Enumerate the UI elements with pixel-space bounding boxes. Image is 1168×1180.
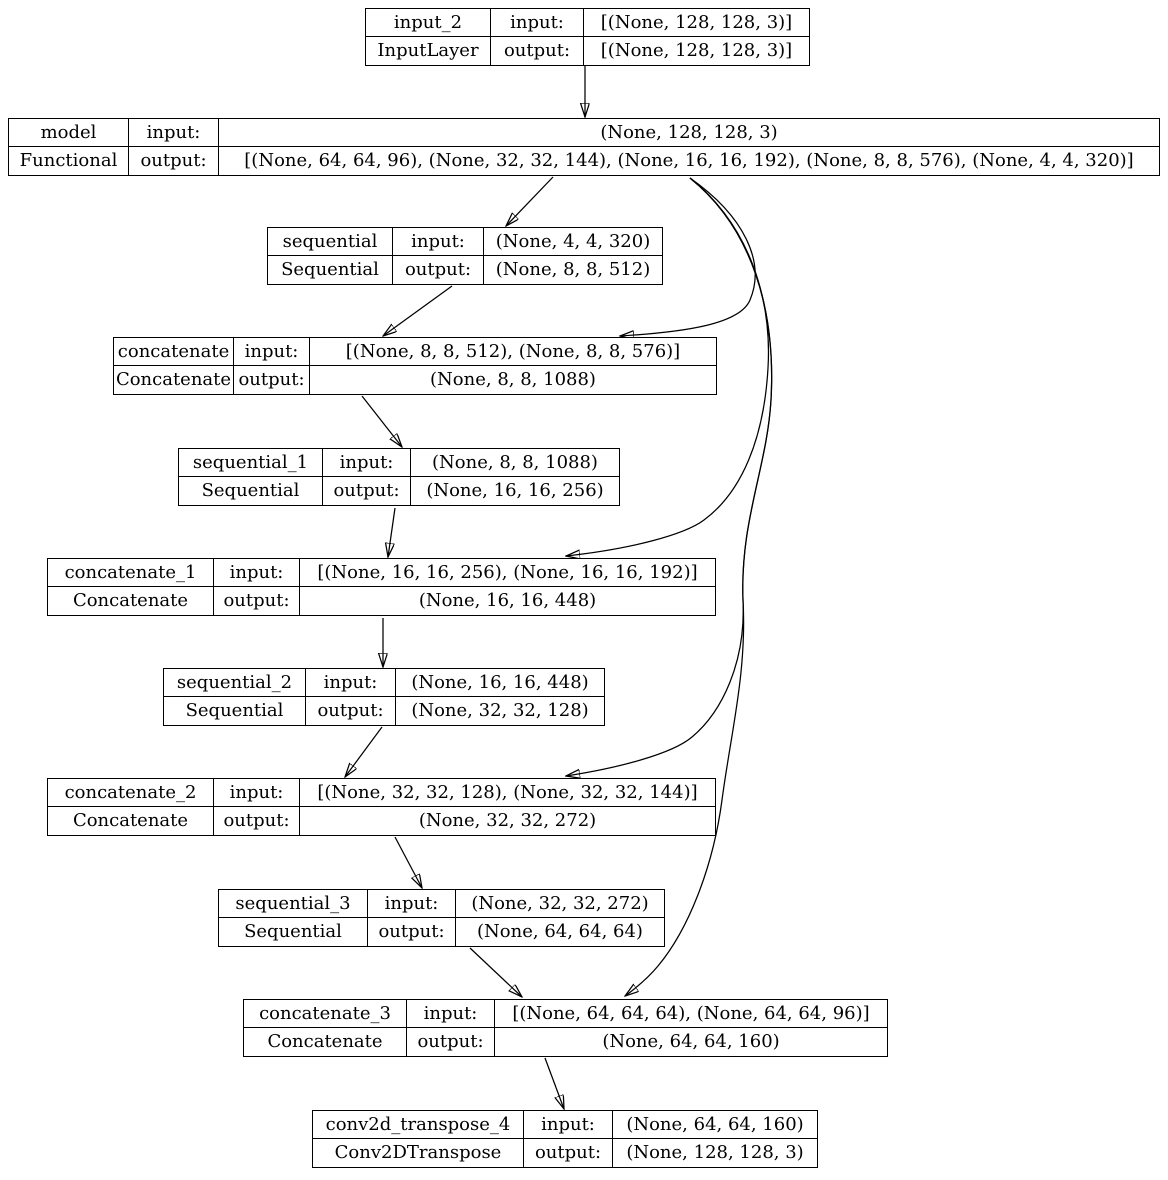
concatenate_3-layer-name: concatenate_3 bbox=[244, 1000, 407, 1028]
model-layer-name: model bbox=[9, 119, 129, 147]
model-input-shape: (None, 128, 128, 3) bbox=[219, 119, 1159, 147]
concatenate-layer-type: Concatenate bbox=[114, 366, 234, 394]
conv2d_transpose_4-output-label: output: bbox=[524, 1139, 613, 1167]
sequential_2-output-shape: (None, 32, 32, 128) bbox=[411, 700, 589, 721]
sequential_2-layer-name: sequential_2 bbox=[164, 669, 306, 697]
edge-model-to-sequential bbox=[506, 176, 554, 226]
concatenate_2-output-label: output: bbox=[214, 807, 300, 835]
sequential_1-output-shape: (None, 16, 16, 256) bbox=[426, 480, 604, 501]
concatenate_3-input-label: input: bbox=[407, 1000, 495, 1028]
concatenate_2-input-shape: [(None, 32, 32, 128), (None, 32, 32, 144… bbox=[300, 779, 715, 807]
sequential-output-shape: (None, 8, 8, 512) bbox=[495, 259, 651, 280]
sequential_3-output-shape: (None, 64, 64, 64) bbox=[477, 921, 643, 942]
edge-concatenate_2-to-sequential_3 bbox=[394, 836, 422, 888]
sequential_1-layer-name: sequential_1 bbox=[179, 449, 323, 477]
sequential_3-layer-type: Sequential bbox=[219, 918, 368, 946]
concatenate_1-layer-name: concatenate_1 bbox=[48, 559, 214, 587]
model-input-label: input: bbox=[129, 119, 219, 147]
sequential_3-input-label: input: bbox=[368, 890, 456, 918]
edge-concatenate-to-sequential_1 bbox=[361, 395, 402, 447]
input_2-layer-name: input_2 bbox=[366, 9, 491, 37]
sequential-output-label: output: bbox=[393, 256, 484, 284]
sequential_2-layer-type: Sequential bbox=[164, 697, 306, 725]
concatenate_1-input-shape: [(None, 16, 16, 256), (None, 16, 16, 192… bbox=[300, 559, 715, 587]
sequential_3-layer-name: sequential_3 bbox=[219, 890, 368, 918]
conv2d_transpose_4-layer-name: conv2d_transpose_4 bbox=[313, 1111, 524, 1139]
concatenate_1-layer-type: Concatenate bbox=[48, 587, 214, 615]
concatenate-layer-name: concatenate bbox=[114, 338, 234, 366]
input_2-output-shape: [(None, 128, 128, 3)] bbox=[600, 40, 793, 61]
conv2d_transpose_4-layer-type: Conv2DTranspose bbox=[313, 1139, 524, 1167]
concatenate-input-label: input: bbox=[234, 338, 310, 366]
model-output-label: output: bbox=[129, 147, 219, 175]
sequential-input-shape: (None, 4, 4, 320) bbox=[484, 228, 662, 256]
sequential_2-output-label: output: bbox=[306, 697, 396, 725]
conv2d_transpose_4-input-shape: (None, 64, 64, 160) bbox=[613, 1111, 817, 1139]
sequential_3-input-shape: (None, 32, 32, 272) bbox=[456, 890, 664, 918]
concatenate_2-layer-type: Concatenate bbox=[48, 807, 214, 835]
concatenate_3-output-label: output: bbox=[407, 1028, 495, 1056]
sequential-layer-type: Sequential bbox=[268, 256, 393, 284]
sequential-layer-name: sequential bbox=[268, 228, 393, 256]
concatenate-input-shape: [(None, 8, 8, 512), (None, 8, 8, 576)] bbox=[310, 338, 716, 366]
sequential_1-input-shape: (None, 8, 8, 1088) bbox=[411, 449, 619, 477]
model-layer-type: Functional bbox=[9, 147, 129, 175]
edge-model-to-concatenate-skip bbox=[620, 177, 756, 336]
edge-model-to-concatenate_3-skip bbox=[625, 177, 773, 996]
concatenate_3-input-shape: [(None, 64, 64, 64), (None, 64, 64, 96)] bbox=[495, 1000, 887, 1028]
sequential-input-label: input: bbox=[393, 228, 484, 256]
input_2-layer-type: InputLayer bbox=[366, 37, 491, 65]
edge-sequential-to-concatenate bbox=[383, 285, 453, 336]
input_2-input-label: input: bbox=[491, 9, 584, 37]
sequential_1-layer-type: Sequential bbox=[179, 477, 323, 505]
input_2-input-shape: [(None, 128, 128, 3)] bbox=[584, 9, 809, 37]
concatenate-output-label: output: bbox=[234, 366, 310, 394]
concatenate_2-output-shape: (None, 32, 32, 272) bbox=[418, 810, 597, 831]
edge-sequential_3-to-concatenate_3 bbox=[469, 947, 522, 997]
conv2d_transpose_4-output-shape: (None, 128, 128, 3) bbox=[626, 1142, 804, 1163]
sequential_3-output-label: output: bbox=[368, 918, 456, 946]
sequential_2-input-shape: (None, 16, 16, 448) bbox=[396, 669, 604, 697]
concatenate_1-input-label: input: bbox=[214, 559, 300, 587]
sequential_2-input-label: input: bbox=[306, 669, 396, 697]
concatenate_3-output-shape: (None, 64, 64, 160) bbox=[602, 1031, 780, 1052]
sequential_1-output-label: output: bbox=[323, 477, 411, 505]
concatenate-output-shape: (None, 8, 8, 1088) bbox=[430, 369, 596, 390]
edge-concatenate_3-to-conv2d_transpose_4 bbox=[544, 1057, 564, 1109]
concatenate_2-layer-name: concatenate_2 bbox=[48, 779, 214, 807]
concatenate_2-input-label: input: bbox=[214, 779, 300, 807]
input_2-output-label: output: bbox=[491, 37, 584, 65]
concatenate_1-output-shape: (None, 16, 16, 448) bbox=[418, 590, 597, 611]
edge-sequential_1-to-concatenate_1 bbox=[388, 507, 396, 557]
edge-sequential_2-to-concatenate_2 bbox=[345, 726, 383, 777]
concatenate_1-output-label: output: bbox=[214, 587, 300, 615]
sequential_1-input-label: input: bbox=[323, 449, 411, 477]
conv2d_transpose_4-input-label: input: bbox=[524, 1111, 613, 1139]
model-output-shape: [(None, 64, 64, 96), (None, 32, 32, 144)… bbox=[244, 150, 1134, 171]
concatenate_3-layer-type: Concatenate bbox=[244, 1028, 407, 1056]
